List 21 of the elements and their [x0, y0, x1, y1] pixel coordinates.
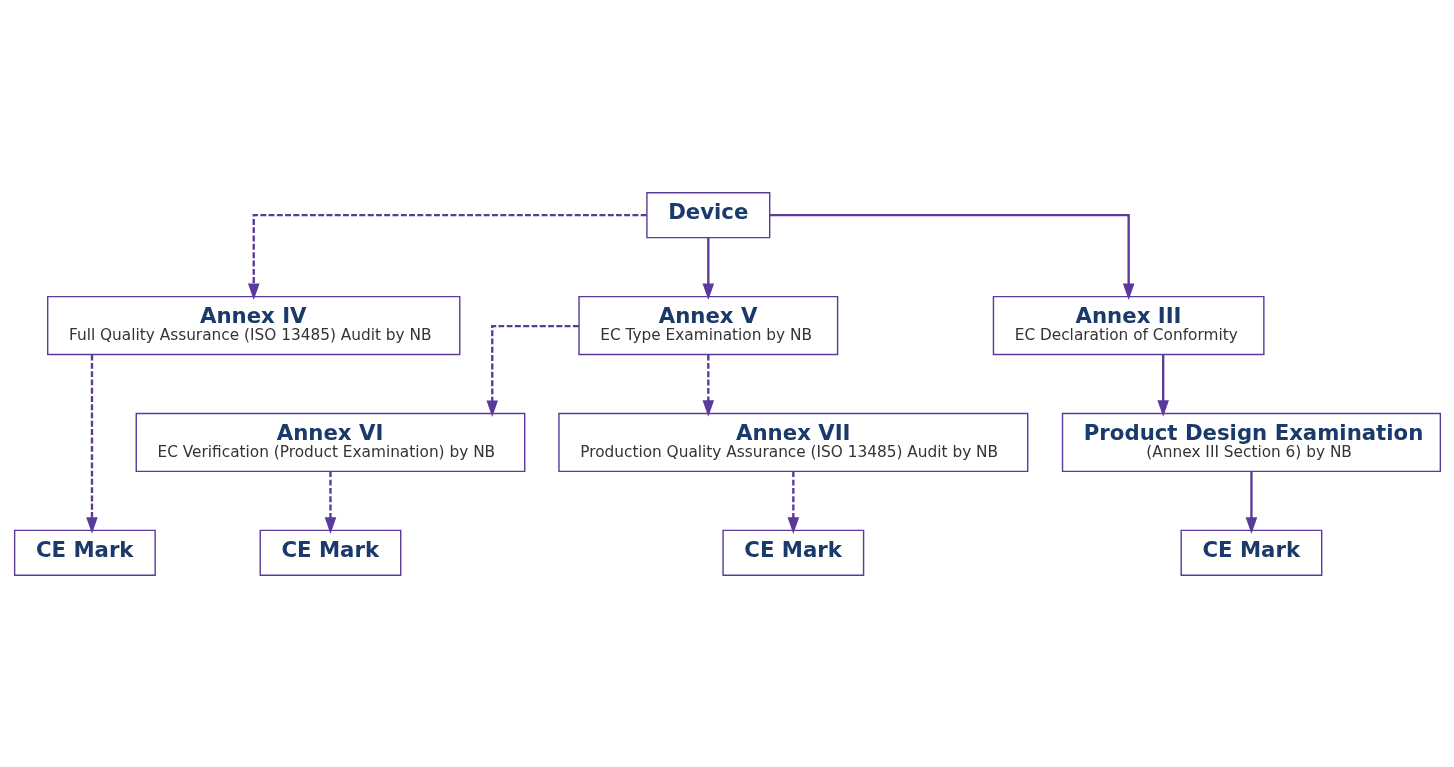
node-box: CE Mark — [13, 529, 156, 576]
node-box: Annex VII Production Quality Assurance (ISO 13485) Audit by NB — [557, 412, 1028, 472]
node-box: Annex V EC Type Examination by NB — [577, 295, 838, 355]
node-box: Device — [645, 191, 770, 238]
arrow — [702, 354, 714, 417]
node-box: Annex III EC Declaration of Conformity — [992, 295, 1265, 355]
node-box: Annex IV Full Quality Assurance (ISO 13485) Audit by NB — [46, 295, 460, 355]
node-box: CE Mark — [721, 529, 864, 576]
arrow — [1245, 470, 1257, 534]
arrow — [1156, 354, 1169, 417]
node-box: Annex VI EC Verification (Product Examination) by NB — [135, 412, 525, 472]
node-box: Product Design Examination (Annex III Section 6) by NB — [1061, 412, 1441, 472]
arrow — [769, 213, 1134, 300]
arrow — [702, 237, 714, 300]
node-box: CE Mark — [259, 529, 401, 576]
arrow — [324, 470, 336, 534]
node-box: CE Mark — [1180, 529, 1322, 576]
arrow — [787, 470, 799, 534]
arrow — [85, 354, 98, 534]
arrow — [247, 213, 647, 300]
arrow — [485, 324, 579, 417]
